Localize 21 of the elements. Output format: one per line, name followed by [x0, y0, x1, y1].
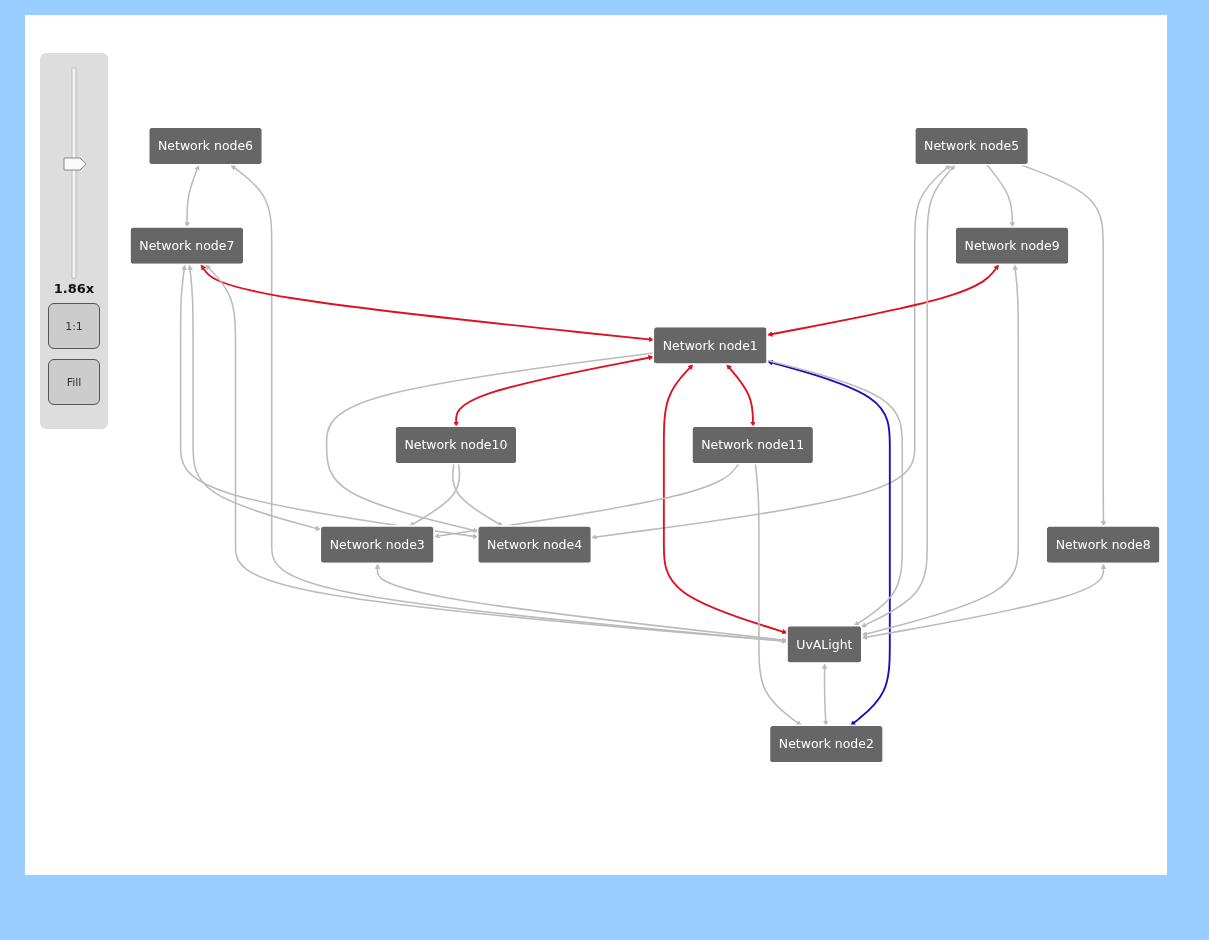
arrow: [861, 264, 1020, 637]
arrow: [767, 360, 891, 726]
arrow: [184, 164, 200, 228]
arrow: [200, 264, 654, 343]
arrow: [726, 364, 756, 427]
arrow: [767, 264, 999, 337]
arrow: [821, 663, 829, 726]
arrow: [591, 164, 951, 540]
arrow: [754, 463, 802, 726]
arrow: [861, 164, 956, 628]
arrow: [434, 463, 740, 539]
arrow: [451, 463, 504, 527]
arrow: [1020, 164, 1107, 527]
arrow: [861, 563, 1107, 640]
zoom-button: Fill: [48, 359, 100, 405]
zoom-level-text: 1.86x: [53, 281, 95, 296]
zoom-button: 1:1: [48, 303, 100, 349]
arrow: [409, 463, 461, 527]
arrow: [453, 355, 654, 427]
arrow: [187, 264, 321, 531]
arrow: [986, 164, 1016, 228]
